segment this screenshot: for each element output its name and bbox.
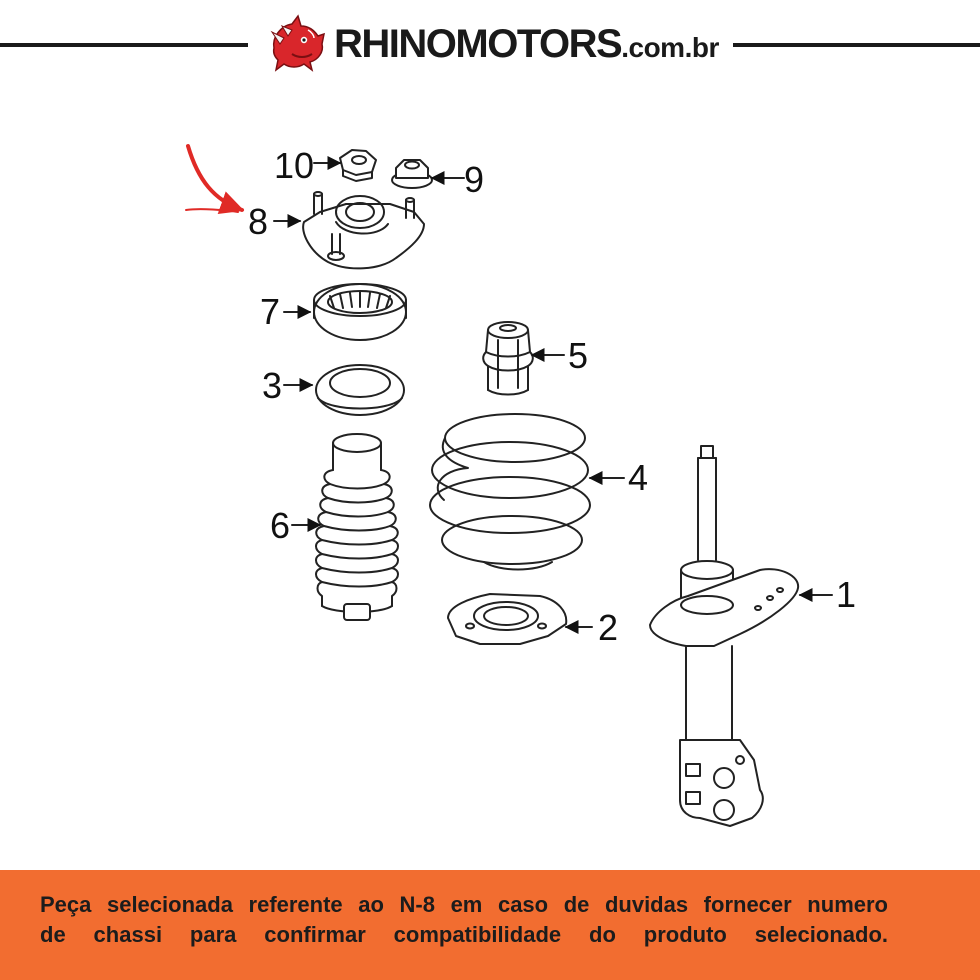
callout-3: 3 — [262, 365, 283, 406]
footer-note: Peça selecionada referente ao N-8 em cas… — [40, 890, 888, 950]
part-7-bearing — [313, 283, 407, 341]
part-3-spring-seat — [315, 364, 405, 416]
callout-9: 9 — [464, 159, 485, 200]
header-rule-left — [0, 43, 248, 47]
part-8-strut-mount — [302, 191, 425, 270]
parts-diagram-drawing — [185, 144, 833, 827]
brand-domain: .com.br — [621, 32, 719, 63]
header-rule-right — [733, 43, 980, 47]
highlight-arrow — [186, 144, 245, 215]
callout-1: 1 — [836, 574, 857, 615]
callout-5: 5 — [568, 335, 589, 376]
footer-note-line-2: de chassi para confirmar compatibilidade… — [40, 922, 888, 947]
callout-6: 6 — [270, 505, 291, 546]
footer-note-line-1: Peça selecionada referente ao N-8 em cas… — [40, 892, 888, 917]
footer-banner: Peça selecionada referente ao N-8 em cas… — [0, 870, 980, 980]
callout-2: 2 — [598, 607, 619, 648]
callout-10: 10 — [274, 145, 315, 186]
rhino-head-icon — [270, 14, 325, 72]
part-6-dust-boot — [315, 433, 399, 621]
part-4-coil-spring — [429, 413, 591, 571]
parts-diagram: 10 9 8 7 3 5 4 6 2 1 — [0, 90, 980, 870]
callout-7: 7 — [260, 291, 281, 332]
part-2-lower-insulator — [447, 593, 568, 645]
callout-4: 4 — [628, 457, 649, 498]
callout-8: 8 — [248, 201, 269, 242]
part-10-nut — [339, 149, 377, 182]
part-9-flange-nut — [391, 159, 433, 189]
callout-leaders — [273, 156, 833, 634]
part-1-strut-assembly — [649, 445, 800, 827]
brand-logo-text: RHINOMOTORS.com.br — [334, 22, 719, 66]
header: RHINOMOTORS.com.br — [0, 0, 980, 90]
brand-name: RHINOMOTORS — [334, 22, 623, 66]
part-5-bump-stop — [482, 321, 534, 396]
